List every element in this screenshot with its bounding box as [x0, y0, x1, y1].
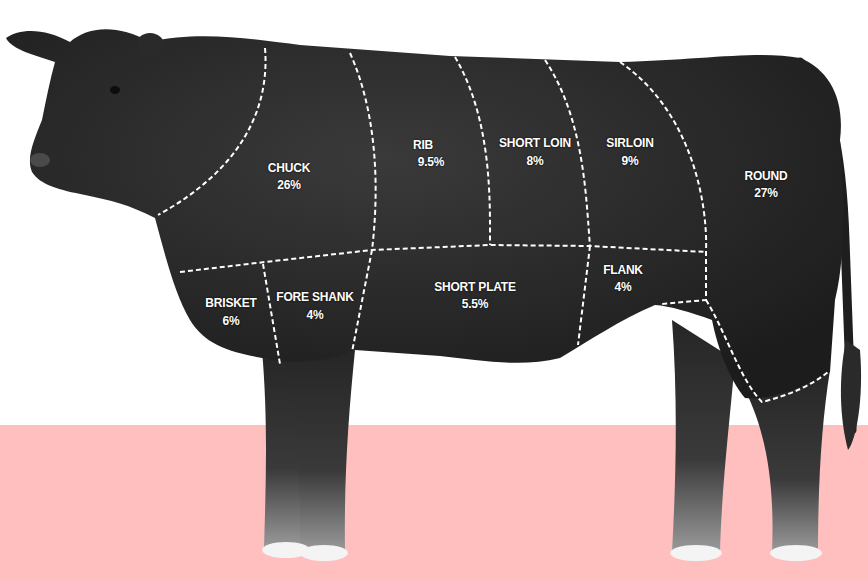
cut-percentage: 4%	[307, 308, 324, 322]
cut-percentage: 9.5%	[418, 155, 445, 169]
cut-line	[545, 60, 590, 246]
hoof	[670, 545, 722, 561]
cut-line	[706, 300, 828, 402]
cut-name: FLANK	[603, 263, 643, 277]
cut-name: ROUND	[745, 169, 788, 183]
hoof	[300, 545, 348, 561]
cut-percentage: 5.5%	[462, 297, 489, 311]
cut-line	[350, 53, 376, 250]
hoof	[770, 545, 822, 561]
cow-body	[6, 29, 843, 398]
eye	[110, 86, 120, 94]
cut-name: CHUCK	[268, 161, 310, 175]
cut-line	[578, 246, 590, 345]
cut-percentage: 26%	[277, 178, 300, 192]
cut-percentage: 27%	[754, 186, 777, 200]
near-fore-leg	[290, 350, 355, 552]
cut-name: FORE SHANK	[276, 290, 353, 304]
cut-percentage: 4%	[615, 280, 632, 294]
ear	[136, 33, 164, 57]
cut-name: SHORT PLATE	[434, 280, 516, 294]
cut-line	[455, 57, 490, 245]
cut-lines	[158, 48, 828, 402]
muzzle	[30, 153, 50, 167]
cut-percentage: 8%	[527, 154, 544, 168]
ground-band	[0, 425, 868, 579]
cut-name: RIB	[413, 138, 433, 152]
cut-line	[263, 264, 280, 364]
cut-line	[158, 48, 266, 215]
cut-percentage: 6%	[223, 314, 240, 328]
cut-line	[352, 250, 372, 352]
tail-tuft	[841, 340, 861, 450]
cut-name: SHORT LOIN	[499, 136, 571, 150]
cut-name: BRISKET	[205, 296, 256, 310]
cut-name: SIRLOIN	[606, 136, 653, 150]
cut-percentage: 9%	[622, 154, 639, 168]
